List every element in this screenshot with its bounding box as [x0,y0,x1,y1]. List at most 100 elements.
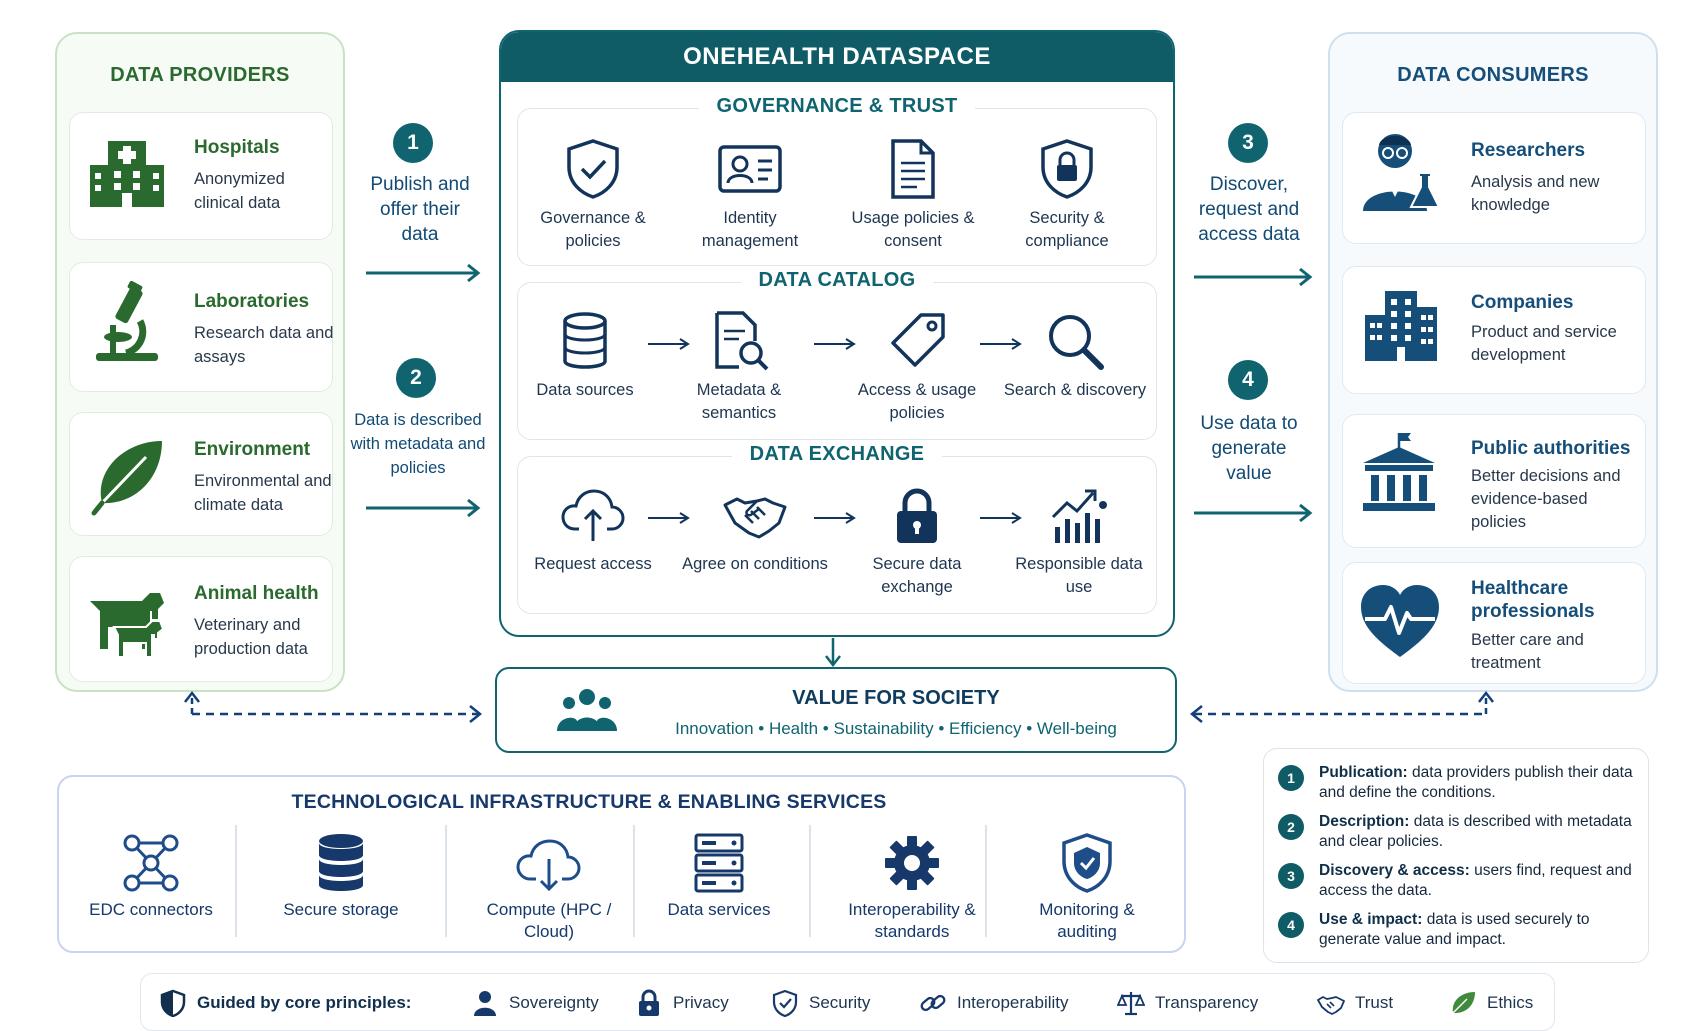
principle-label: Privacy [673,993,729,1012]
provider-desc: Environmental and climate data [194,472,332,514]
steps-legend: 1 Publication: data providers publish th… [1263,748,1649,963]
principle-security: Security [771,974,870,1031]
consumer-name: Researchers [1471,140,1586,161]
infrastructure-item-label: Interoperability & standards [848,900,976,941]
value-for-society: VALUE FOR SOCIETY Innovation • Health • … [495,667,1177,753]
agree-on-conditions-item[interactable]: Agree on conditions [680,483,830,576]
catalog-item-label: Metadata & semantics [696,381,782,422]
usage-policies-item[interactable]: Usage policies & consent [838,137,988,253]
provider-card-environment[interactable]: Environment Environmental and climate da… [69,412,333,536]
principle-label: Ethics [1487,993,1534,1012]
dataspace-title: ONEHEALTH DATASPACE [501,32,1173,82]
security-compliance-item[interactable]: Security & compliance [992,137,1142,253]
legend-badge: 4 [1278,912,1304,938]
handshake-icon [723,483,787,547]
principle-interoperability: Interoperability [919,974,1069,1031]
provider-name: Laboratories [194,291,310,312]
step-3-text: Discover, request and access data [1198,174,1300,245]
provider-card-animal-health[interactable]: Animal health Veterinary and production … [69,556,333,682]
principle-privacy: Privacy [635,974,729,1031]
hospital-icon [84,131,170,217]
link-icon [919,989,947,1017]
principle-label: Transparency [1155,993,1259,1012]
consumer-card-healthcare-professionals[interactable]: Healthcare professionals Better care and… [1342,562,1646,684]
document-icon [881,137,945,201]
compute-item[interactable]: Compute (HPC / Cloud) [469,833,629,943]
governance-item-label: Usage policies & consent [851,209,975,250]
step-3-badge: 3 [1228,123,1268,163]
consumers-feedback-arrow [1189,690,1494,723]
divider [985,825,987,937]
legend-bold: Use & impact: [1319,911,1423,928]
step-2-text: Data is described with metadata and poli… [350,411,486,477]
handshake-icon [1317,989,1345,1017]
leaf-icon [84,431,170,517]
infrastructure-item-label: Monitoring & auditing [1039,900,1135,941]
provider-card-laboratories[interactable]: Laboratories Research data and assays [69,262,333,392]
consumer-name: Companies [1471,292,1574,313]
governance-item-label: Governance & policies [540,209,646,250]
leaf-icon [1449,989,1477,1017]
data-exchange-section: DATA EXCHANGE Request access Agree on co… [517,443,1157,614]
provider-desc: Anonymized clinical data [194,170,285,212]
principle-trust: Trust [1317,974,1393,1031]
lock-icon [635,989,663,1017]
padlock-icon [885,483,949,547]
legend-bold: Discovery & access: [1319,862,1470,879]
legend-bold: Publication: [1319,764,1408,781]
infrastructure-item-label: Secure storage [283,900,399,919]
heart-pulse-icon [1355,577,1445,667]
microscope-icon [84,281,170,367]
consumer-name: Public authorities [1471,438,1631,459]
office-building-icon [1355,281,1445,371]
responsible-data-use-item[interactable]: Responsible data use [1004,483,1154,599]
tag-icon [885,309,949,373]
identity-management-item[interactable]: Identity management [675,137,825,253]
catalog-item-label: Search & discovery [1003,381,1147,399]
principles-label: Guided by core principles: [159,974,411,1031]
arrow-right-icon [814,512,856,524]
infrastructure-section: TECHNOLOGICAL INFRASTRUCTURE & ENABLING … [57,775,1186,953]
person-icon [471,989,499,1017]
document-search-icon [707,309,771,373]
step-2-arrow [366,498,481,518]
principle-label: Trust [1355,993,1394,1012]
infrastructure-item-label: EDC connectors [89,900,213,919]
legend-text: data providers publish their data and de… [1319,764,1633,801]
consumer-card-public-authorities[interactable]: Public authorities Better decisions and … [1342,414,1646,548]
provider-name: Animal health [194,583,319,604]
metadata-semantics-item[interactable]: Metadata & semantics [664,309,814,425]
core-principles-bar: Guided by core principles: Sovereignty P… [140,973,1555,1031]
provider-card-hospitals[interactable]: Hospitals Anonymized clinical data [69,112,333,240]
data-services-item[interactable]: Data services [649,833,789,921]
consumer-name: Healthcare professionals [1471,578,1595,622]
consumer-desc: Better care and treatment [1471,631,1584,672]
access-usage-policies-item[interactable]: Access & usage policies [842,309,992,425]
consumer-desc: Better decisions and evidence-based poli… [1471,467,1621,531]
researcher-icon [1355,127,1445,217]
secure-storage-item[interactable]: Secure storage [271,833,411,921]
interoperability-standards-item[interactable]: Interoperability & standards [827,833,997,943]
id-card-icon [718,137,782,201]
shield-icon [159,989,187,1017]
consumer-card-companies[interactable]: Companies Product and service developmen… [1342,266,1646,394]
divider [633,825,635,937]
secure-data-exchange-item[interactable]: Secure data exchange [842,483,992,599]
search-discovery-item[interactable]: Search & discovery [1000,309,1150,402]
data-sources-item[interactable]: Data sources [510,309,660,402]
consumer-desc: Analysis and new knowledge [1471,173,1600,214]
legend-badge: 2 [1278,814,1304,840]
consumer-card-researchers[interactable]: Researchers Analysis and new knowledge [1342,112,1646,244]
consumer-desc: Product and service development [1471,323,1617,364]
exchange-item-label: Responsible data use [1015,555,1143,596]
edc-connectors-item[interactable]: EDC connectors [81,833,221,921]
gear-icon [879,833,945,893]
request-access-item[interactable]: Request access [518,483,668,576]
data-providers-panel: DATA PROVIDERS Hospitals Anonymized clin… [55,32,345,692]
infrastructure-title: TECHNOLOGICAL INFRASTRUCTURE & ENABLING … [291,791,887,813]
exchange-item-label: Secure data exchange [872,555,962,596]
monitoring-auditing-item[interactable]: Monitoring & auditing [1017,833,1157,943]
governance-policies-item[interactable]: Governance & policies [518,137,668,253]
exchange-item-label: Request access [534,555,652,573]
data-consumers-panel: DATA CONSUMERS Researchers Analysis and … [1328,32,1658,692]
